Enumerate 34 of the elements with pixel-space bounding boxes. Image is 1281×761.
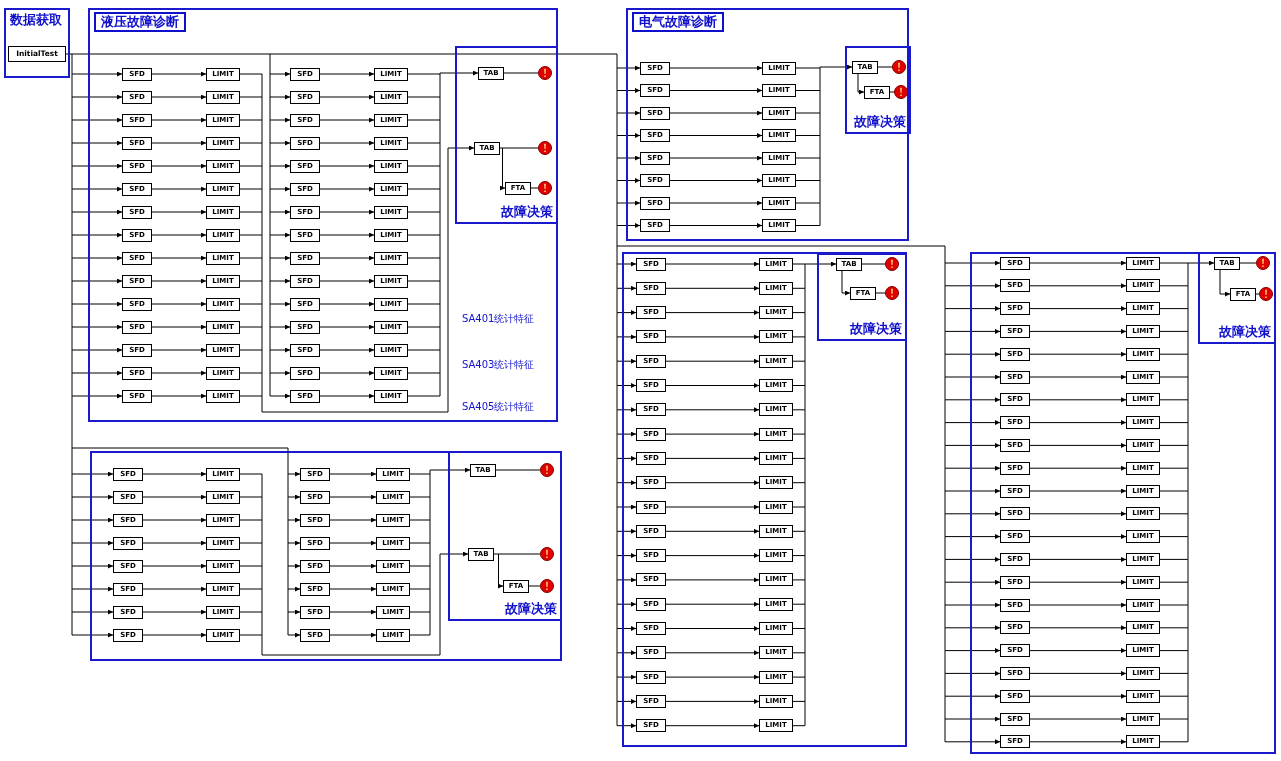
decision-frame	[448, 451, 562, 621]
group-frame	[622, 252, 907, 747]
warning-lamp-icon	[538, 141, 552, 155]
warning-lamp-icon	[885, 257, 899, 271]
group-title: 故障决策	[1219, 324, 1271, 340]
signal-label: SA405统计特征	[462, 400, 535, 414]
warning-lamp-icon	[892, 60, 906, 74]
warning-lamp-icon	[540, 463, 554, 477]
group-frame	[626, 8, 909, 241]
warning-lamp-icon	[538, 66, 552, 80]
decision-frame	[845, 46, 911, 134]
warning-lamp-icon	[540, 579, 554, 593]
warning-lamp-icon	[538, 181, 552, 195]
warning-lamp-icon	[540, 547, 554, 561]
signal-label: SA401统计特征	[462, 312, 535, 326]
group-title: 电气故障诊断	[632, 12, 724, 32]
group-frame	[90, 451, 562, 661]
decision-frame	[455, 46, 558, 224]
source-frame	[4, 8, 70, 78]
group-title: 数据获取	[10, 12, 62, 28]
group-title: 液压故障诊断	[94, 12, 186, 32]
decision-frame	[817, 253, 907, 341]
warning-lamp-icon	[885, 286, 899, 300]
group-title: 故障决策	[850, 321, 902, 337]
group-title: 故障决策	[505, 601, 557, 617]
decision-frame	[1198, 252, 1276, 344]
group-title: 故障决策	[501, 204, 553, 220]
group-title: 故障决策	[854, 114, 906, 130]
signal-label: SA403统计特征	[462, 358, 535, 372]
warning-lamp-icon	[1256, 256, 1270, 270]
warning-lamp-icon	[894, 85, 908, 99]
warning-lamp-icon	[1259, 287, 1273, 301]
group-frame	[970, 252, 1276, 754]
group-frame	[88, 8, 558, 422]
